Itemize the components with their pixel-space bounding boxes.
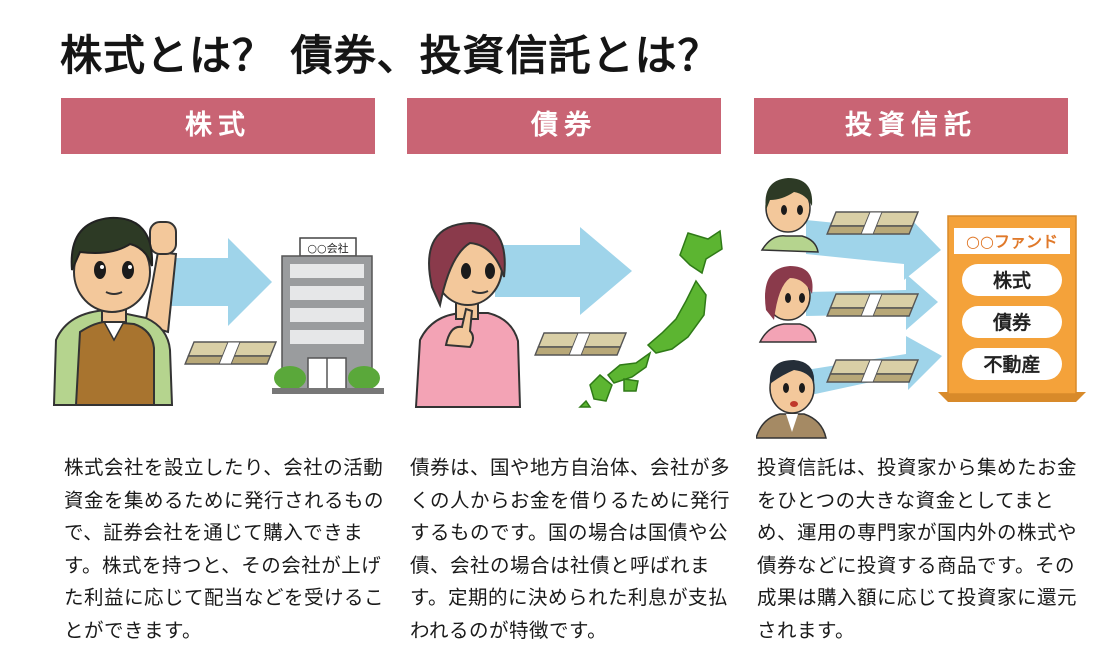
bonds-illustration	[414, 221, 723, 408]
investor-businessman-icon	[756, 360, 827, 439]
fund-box: ○○ファンド 株式 債券 不動産	[938, 215, 1086, 402]
building-sign: ○○会社	[307, 241, 348, 255]
header-investment-trust: 投資信託	[754, 98, 1068, 154]
office-building-icon: ○○会社	[272, 237, 384, 394]
money-bundle-icon	[184, 341, 278, 365]
money-bundle-icon	[534, 332, 628, 356]
fund-item-bonds: 債券	[992, 311, 1032, 334]
investor-woman-icon	[758, 266, 817, 343]
japan-map-icon	[578, 229, 723, 408]
money-bundle-icon	[826, 211, 920, 235]
fund-title: ○○ファンド	[966, 232, 1058, 251]
woman-pointing-icon	[414, 221, 522, 408]
money-bundle-icon	[826, 359, 920, 383]
description-bonds: 債券は、国や地方自治体、会社が多くの人からお金を借りるために発行するものです。国…	[410, 456, 731, 642]
man-raising-fist-icon	[52, 216, 178, 406]
fund-item-stocks: 株式	[993, 269, 1031, 292]
money-bundle-icon	[826, 293, 920, 317]
investor-man-icon	[760, 178, 819, 253]
fund-item-real-estate: 不動産	[983, 353, 1040, 376]
arrow-right-icon	[495, 227, 632, 315]
description-stocks: 株式会社を設立したり、会社の活動資金を集めるために発行されるもので、証券会社を通…	[64, 456, 385, 642]
header-stocks: 株式	[61, 98, 375, 154]
stocks-illustration: ○○会社	[52, 216, 384, 406]
description-investment-trust: 投資信託は、投資家から集めたお金をひとつの大きな資金としてまとめ、運用の専門家が…	[757, 456, 1078, 642]
investment-trust-illustration: ○○ファンド 株式 債券 不動産	[756, 178, 1086, 439]
arrow-right-icon	[165, 238, 272, 326]
page-title: 株式とは？ 債券、投資信託とは？	[60, 31, 721, 80]
header-bonds: 債券	[407, 98, 721, 154]
